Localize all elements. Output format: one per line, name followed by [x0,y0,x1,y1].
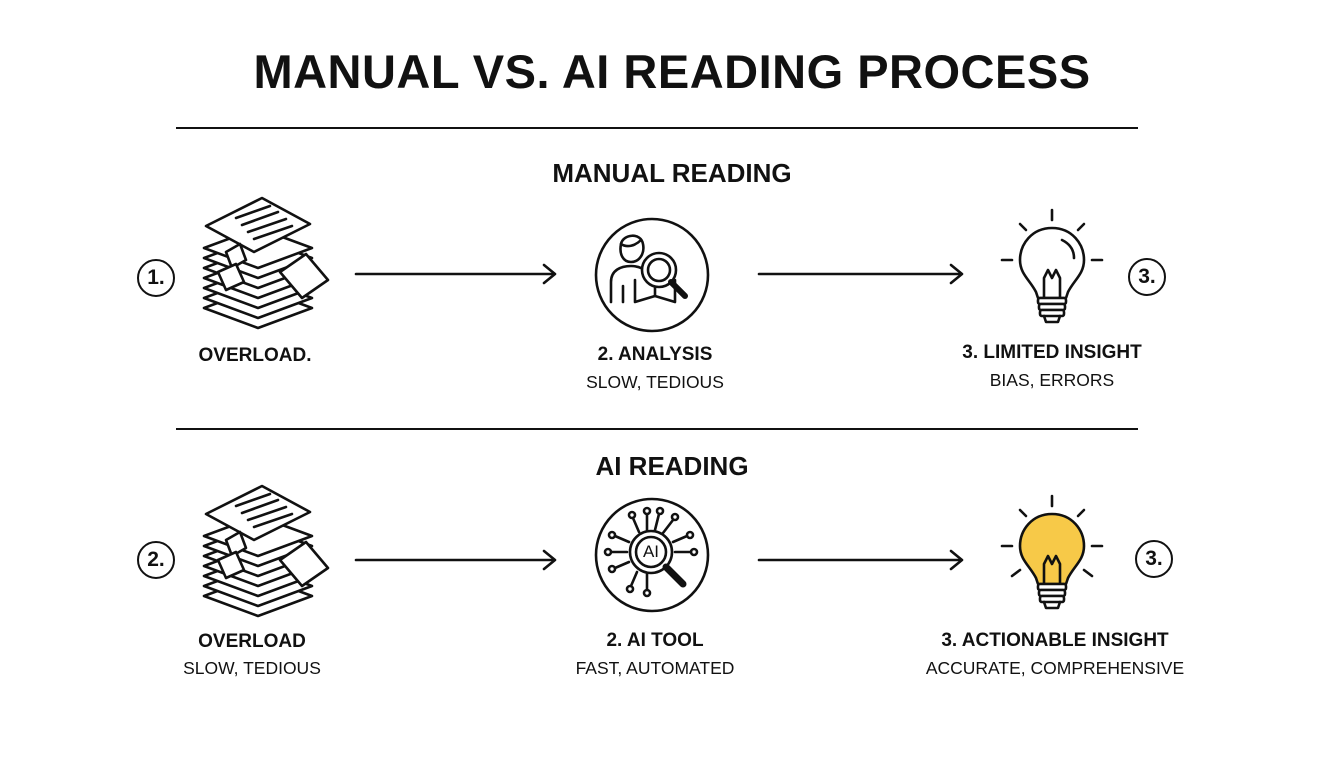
ai-arrow-2 [757,549,967,571]
ai-step-1-sub: SLOW, TEDIOUS [183,658,321,678]
ai-badge-left: 2. [137,541,175,579]
document-stack-icon [196,484,336,620]
manual-step-2-label: 2. ANALYSIS [597,344,713,365]
document-stack-icon [196,196,336,332]
ai-step-1-label: OVERLOAD [198,631,306,652]
ai-badge-right: 3. [1135,540,1173,578]
manual-arrow-2 [757,263,967,285]
divider-middle [176,428,1138,430]
ai-step-3-label: 3. ACTIONABLE INSIGHT [941,630,1169,651]
page-title: MANUAL VS. AI READING PROCESS [253,45,1091,98]
manual-step-3-label: 3. LIMITED INSIGHT [962,342,1142,363]
manual-badge-left: 1. [137,259,175,297]
ai-step-3-sub: ACCURATE, COMPREHENSIVE [925,658,1185,678]
lightbulb-lit-icon [998,492,1106,616]
manual-step-1-label: OVERLOAD. [198,345,312,366]
ai-chip-text: AI [642,542,660,561]
ai-arrow-1 [354,549,560,571]
manual-section-title: MANUAL READING [552,158,792,188]
manual-arrow-1 [354,263,560,285]
manual-step-3-sub: BIAS, ERRORS [989,370,1115,390]
ai-step-2-sub: FAST, AUTOMATED [575,658,735,678]
ai-step-2-label: 2. AI TOOL [606,630,704,651]
ai-section-title: AI READING [595,451,749,481]
divider-top [176,127,1138,129]
ai-chip-magnifier-icon [593,496,711,614]
manual-step-2-sub: SLOW, TEDIOUS [586,372,724,392]
person-magnifier-icon [593,216,711,334]
lightbulb-outline-icon [998,206,1106,330]
manual-badge-right: 3. [1128,258,1166,296]
